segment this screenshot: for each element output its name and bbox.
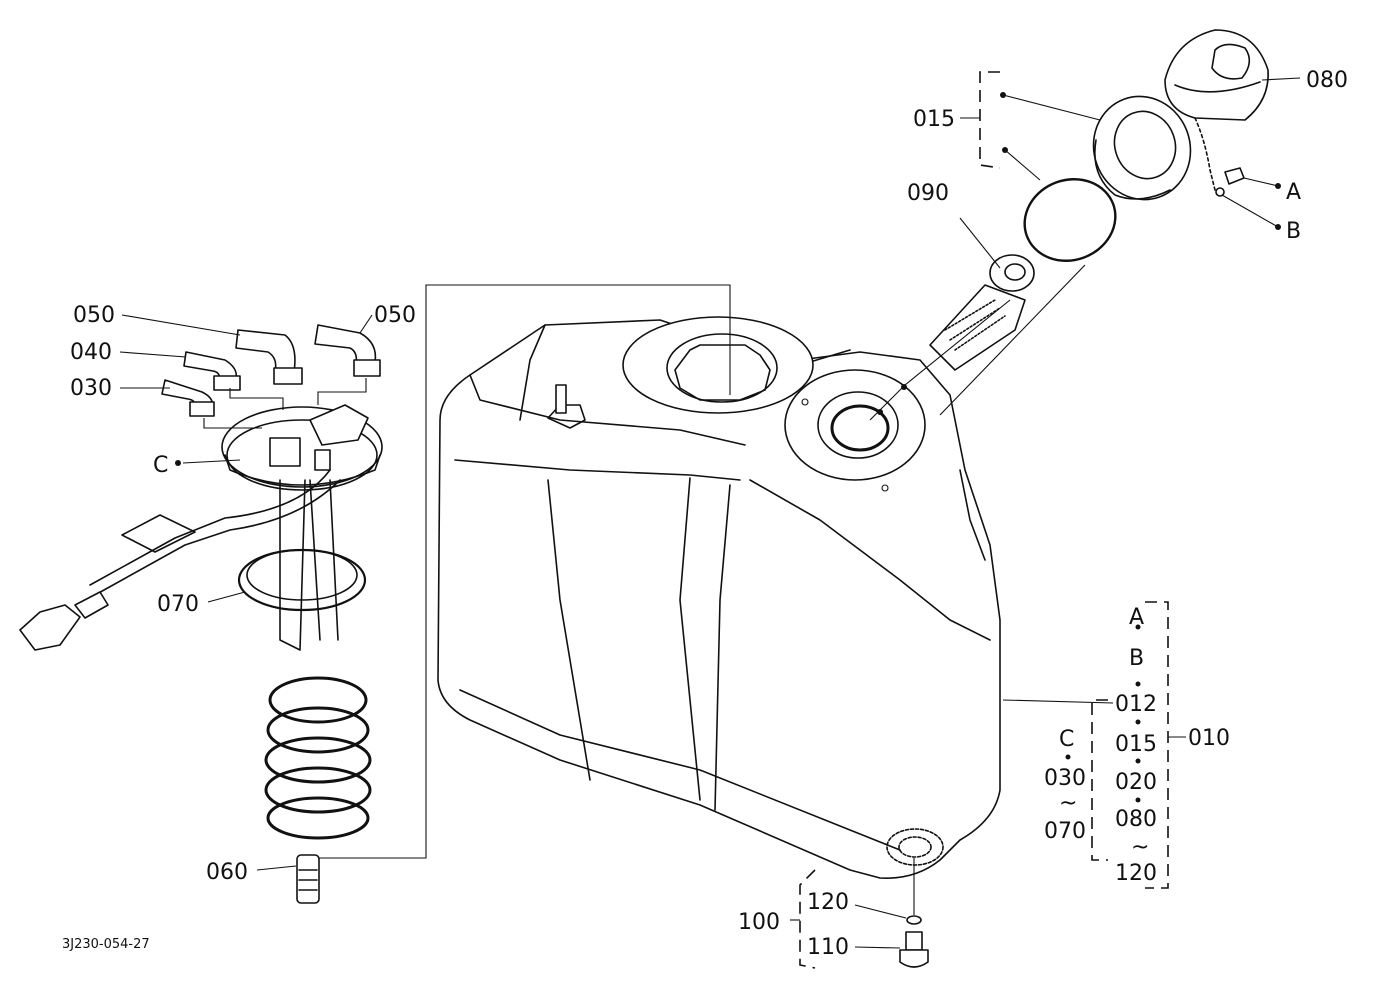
hose-fitting-040 (183, 351, 241, 391)
kit-item: 020 (1115, 770, 1157, 795)
filler-hose (929, 254, 1035, 371)
hose-fitting-050-right (314, 324, 381, 377)
label-b: B (1286, 219, 1301, 244)
kit-item: A (1129, 605, 1144, 630)
filler-adapter (1092, 95, 1192, 201)
label-100: 100 (738, 910, 780, 935)
kit-item: 080 (1115, 807, 1157, 832)
filler-cap (1164, 29, 1269, 191)
bracket-015 (979, 71, 1001, 169)
kit-item: 120 (1115, 861, 1157, 886)
label-060: 060 (206, 860, 248, 885)
label-015-top: 015 (913, 107, 955, 132)
label-030: 030 (70, 376, 112, 401)
hose-fitting-050-left (235, 329, 303, 385)
kit-item: ~ (1059, 791, 1077, 816)
kit-item: 015 (1115, 732, 1157, 757)
hose-fitting-030 (161, 379, 215, 417)
part-labels: 015 080 A B 090 050 050 040 030 C 070 06… (62, 68, 1348, 960)
label-050-right: 050 (374, 303, 416, 328)
fuel-tank (437, 316, 1001, 879)
bracket-010-right (1145, 601, 1169, 889)
kit-item: B (1129, 646, 1144, 671)
label-120: 120 (807, 890, 849, 915)
label-050-left: 050 (73, 303, 115, 328)
kit-item: 070 (1044, 819, 1086, 844)
drain-plug (899, 915, 929, 968)
label-010: 010 (1188, 726, 1230, 751)
bracket-100 (799, 869, 816, 969)
label-040: 040 (70, 340, 112, 365)
screw (1215, 167, 1245, 197)
fuel-sender-unit (19, 404, 383, 840)
label-a: A (1286, 180, 1301, 205)
kit-item: ~ (1131, 835, 1149, 860)
label-080: 080 (1306, 68, 1348, 93)
kit-item: 030 (1044, 766, 1086, 791)
kit-item: 012 (1115, 692, 1157, 717)
label-090: 090 (907, 181, 949, 206)
label-070: 070 (157, 592, 199, 617)
label-c: C (153, 453, 168, 478)
gasket (237, 548, 367, 612)
drawing-code: 3J230-054-27 (62, 937, 150, 952)
label-110: 110 (807, 935, 849, 960)
kit-item: C (1059, 727, 1074, 752)
o-ring (1023, 178, 1117, 262)
bracket-010-left (1091, 699, 1108, 861)
strainer (296, 854, 320, 904)
